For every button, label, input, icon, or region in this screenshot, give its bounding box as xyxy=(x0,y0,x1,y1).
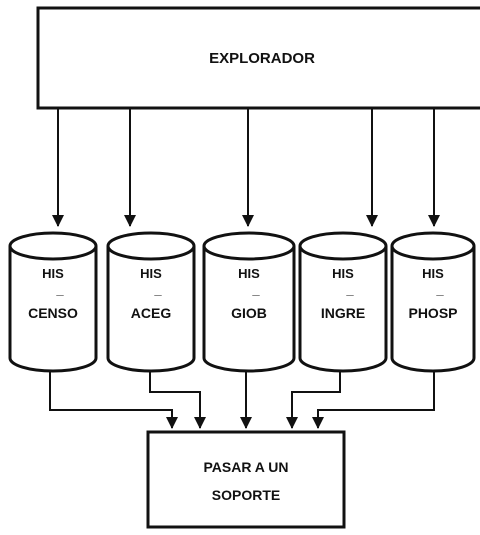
soporte-line1: PASAR A UN xyxy=(203,459,288,475)
input-arrows xyxy=(52,108,440,227)
censo-separator: _ xyxy=(55,282,64,297)
connector-ingre xyxy=(286,371,341,429)
output-connectors xyxy=(49,371,435,429)
ingre-separator: _ xyxy=(345,282,354,297)
giob-prefix: HIS xyxy=(238,266,260,281)
giob-name: GIOB xyxy=(231,305,267,321)
censo-prefix: HIS xyxy=(42,266,64,281)
database-his-censo: HIS _ CENSO xyxy=(8,231,98,373)
database-his-phosp: HIS _ PHOSP xyxy=(390,231,476,373)
connector-censo xyxy=(49,371,178,429)
ingre-name: INGRE xyxy=(321,305,365,321)
database-his-giob: HIS _ GIOB xyxy=(202,231,296,373)
soporte-box: PASAR A UN SOPORTE xyxy=(146,430,346,529)
explorador-box: EXPLORADOR xyxy=(36,6,480,110)
aceg-separator: _ xyxy=(153,282,162,297)
database-his-ingre: HIS _ INGRE xyxy=(298,231,388,373)
connector-aceg xyxy=(149,371,206,429)
phosp-prefix: HIS xyxy=(422,266,444,281)
soporte-line2: SOPORTE xyxy=(212,487,280,503)
ingre-prefix: HIS xyxy=(332,266,354,281)
giob-separator: _ xyxy=(251,282,260,297)
phosp-separator: _ xyxy=(435,282,444,297)
phosp-name: PHOSP xyxy=(408,305,457,321)
aceg-prefix: HIS xyxy=(140,266,162,281)
database-his-aceg: HIS _ ACEG xyxy=(106,231,196,373)
censo-name: CENSO xyxy=(28,305,78,321)
explorador-label: EXPLORADOR xyxy=(209,50,315,67)
aceg-name: ACEG xyxy=(131,305,172,321)
connector-phosp xyxy=(312,371,435,429)
